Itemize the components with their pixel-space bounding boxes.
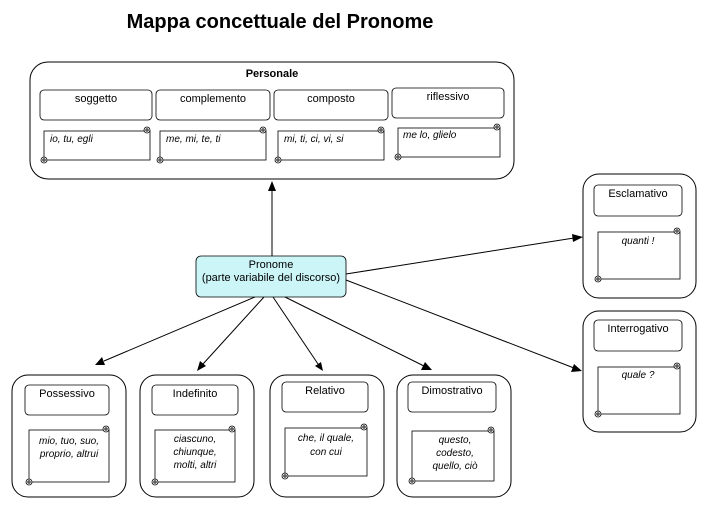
example-text: quanti ! (622, 236, 655, 247)
example-text: io, tu, egli (50, 134, 94, 145)
central-subtitle: (parte variabile del discorso) (202, 272, 340, 284)
example-text: chiunque, (173, 447, 216, 458)
example-text: questo, (439, 435, 472, 446)
example-text: proprio, altrui (39, 449, 99, 460)
concept-label: Relativo (305, 385, 345, 397)
node-indefinito: Indefinito ciascuno, chiunque, molti, al… (139, 374, 255, 498)
node-dimostrativo: Dimostrativo questo, codesto, quello, ci… (396, 374, 512, 498)
personale-item-soggetto: soggetto io, tu, egli (39, 89, 153, 164)
arrowhead-indefinito (197, 361, 206, 371)
example-text: me, mi, te, ti (166, 134, 221, 145)
node-esclamativo: Esclamativo quanti ! (582, 173, 697, 299)
example-scroll: ciascuno, chiunque, molti, altri (151, 425, 236, 486)
node-possessivo: Possessivo mio, tuo, suo, proprio, altru… (11, 374, 127, 498)
edge-to-esclamativo (345, 237, 575, 275)
example-scroll: io, tu, egli (40, 126, 151, 164)
arrowhead-esclamativo (572, 234, 583, 242)
concept-box (39, 89, 153, 121)
example-text: mio, tuo, suo, (39, 436, 99, 447)
node-relativo: Relativo che, il quale, con cui (269, 374, 385, 498)
concept-label: Interrogativo (607, 323, 668, 335)
node-interrogativo: Interrogativo quale ? (582, 310, 697, 433)
personale-item-riflessivo: riflessivo me lo, glielo (391, 87, 505, 161)
example-scroll: che, il quale, con cui (281, 423, 368, 480)
concept-label: Dimostrativo (421, 385, 482, 397)
example-text: quale ? (622, 370, 655, 381)
edge-to-interrogativo (345, 279, 575, 369)
concept-label: complemento (180, 93, 246, 105)
edges (95, 181, 583, 372)
example-scroll: quale ? (594, 362, 681, 418)
example-text: con cui (310, 447, 342, 458)
example-scroll: questo, codesto, quello, ciò (408, 426, 495, 485)
example-scroll: quanti ! (594, 227, 681, 283)
edge-to-possessivo (103, 296, 256, 362)
edge-to-relativo (272, 296, 319, 365)
concept-box (593, 184, 683, 217)
concept-label: Esclamativo (608, 188, 667, 200)
concept-box (24, 384, 110, 416)
personale-item-composto: composto mi, ti, ci, vi, si (273, 89, 389, 164)
example-text: codesto, (436, 448, 474, 459)
concept-label: Indefinito (173, 388, 218, 400)
concept-box (273, 89, 389, 121)
arrowhead-dimostrativo (421, 362, 432, 370)
group-title: Personale (246, 68, 299, 80)
example-text: me lo, glielo (403, 130, 457, 141)
arrowhead-relativo (315, 362, 323, 371)
concept-label: composto (307, 93, 355, 105)
example-text: quello, ciò (432, 461, 477, 472)
arrowhead-interrogativo (571, 364, 582, 372)
concept-label: Possessivo (39, 388, 95, 400)
example-scroll: me, mi, te, ti (156, 126, 267, 164)
example-scroll: mio, tuo, suo, proprio, altrui (25, 425, 110, 486)
central-title: Pronome (249, 259, 294, 271)
example-scroll: mi, ti, ci, vi, si (274, 126, 385, 164)
edge-to-indefinito (202, 296, 265, 365)
arrowhead-possessivo (95, 357, 105, 365)
concept-box (155, 89, 271, 121)
example-text: mi, ti, ci, vi, si (284, 134, 344, 145)
personale-item-complemento: complemento me, mi, te, ti (155, 89, 271, 164)
edge-to-dimostrativo (284, 296, 425, 367)
concept-box (391, 87, 505, 119)
example-text: che, il quale, (298, 433, 354, 444)
example-scroll: me lo, glielo (394, 123, 501, 161)
central-box (195, 255, 347, 298)
group-personale: Personale soggetto io, tu, egli compleme… (29, 61, 515, 180)
node-pronome: Pronome (parte variabile del discorso) (195, 255, 347, 298)
concept-label: soggetto (75, 93, 117, 105)
example-text: molti, altri (174, 460, 218, 471)
arrowhead-personale (268, 181, 276, 191)
concept-box (151, 384, 239, 416)
concept-box (281, 381, 369, 413)
concept-box (593, 319, 683, 352)
example-text: ciascuno, (174, 434, 216, 445)
page-title: Mappa concettuale del Pronome (127, 11, 434, 33)
concept-box (407, 381, 497, 413)
concept-label: riflessivo (427, 91, 470, 103)
